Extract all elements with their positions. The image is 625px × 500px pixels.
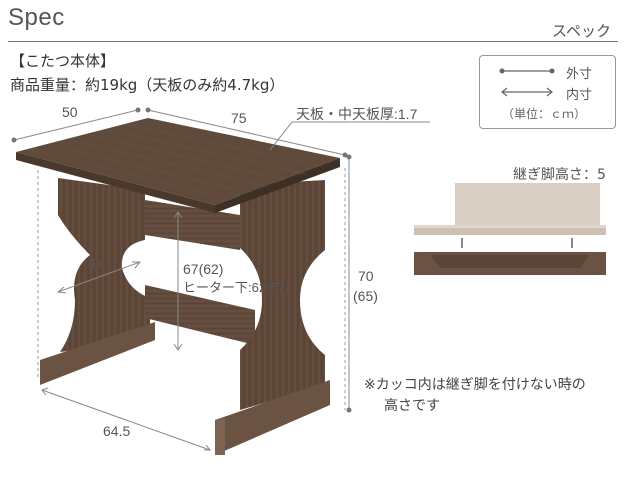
dim-depth-top: 50 <box>62 104 78 120</box>
legend-arrows <box>499 68 555 97</box>
inset-label: 継ぎ脚高さ：5 <box>513 167 606 183</box>
table-top <box>16 118 340 205</box>
legend-outer-dot-left <box>499 68 505 74</box>
dim-thickness: 天板・中天板厚:1.7 <box>296 106 418 122</box>
legend-inner-label: 内寸 <box>566 88 593 103</box>
dim-width-top-line <box>147 109 346 156</box>
legend-outer-dot-right <box>549 68 555 74</box>
legend-outer-label: 外寸 <box>566 67 593 82</box>
dim-inner-depth: 41 <box>88 255 104 271</box>
dim-total-height: 70 <box>358 268 374 284</box>
front-leg-panel <box>240 180 325 410</box>
front-foot <box>215 380 330 455</box>
dim-heater-clearance: ヒーター下:62(57) <box>183 280 290 295</box>
legend-unit: （単位：ｃｍ） <box>502 107 587 121</box>
product-weight: 商品重量：約19kg（天板のみ約4.7kg） <box>10 76 285 94</box>
dim-width-top: 75 <box>231 110 247 126</box>
table-top-side-edge <box>215 158 340 213</box>
section-heading: 【こたつ本体】 <box>10 52 116 70</box>
dim-inner-depth-line <box>57 261 141 293</box>
legend-inner-arrow-left <box>501 87 508 97</box>
note-line-2: 高さです <box>384 398 440 414</box>
dim-floor-width-line <box>41 389 211 451</box>
inset-top-panel <box>455 183 600 225</box>
back-foot <box>40 322 155 385</box>
dim-inner-height: 67(62) <box>183 261 224 277</box>
lower-rail <box>145 285 255 345</box>
dim-floor-width: 64.5 <box>103 423 131 439</box>
dim-depth-top-line <box>13 109 139 141</box>
page-title: Spec <box>8 4 65 31</box>
page-subtitle: スペック <box>552 22 611 40</box>
header-divider <box>8 41 618 42</box>
legend-inner-arrow-right <box>546 87 553 97</box>
back-leg-panel <box>58 178 150 352</box>
dim-total-height-alt: (65) <box>353 288 378 304</box>
table-top-front-edge <box>16 152 215 213</box>
note-line-1: ※カッコ内は継ぎ脚を付けない時の <box>364 377 586 393</box>
dimension-legend: 外寸 内寸 （単位：ｃｍ） <box>479 55 616 129</box>
